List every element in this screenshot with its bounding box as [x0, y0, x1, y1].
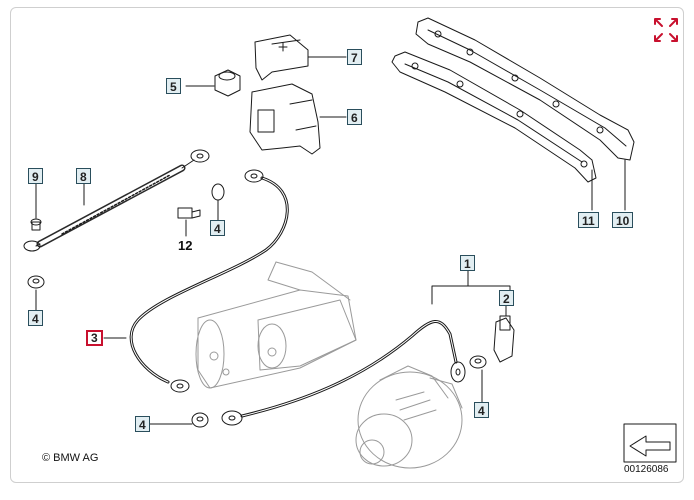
callout-4-right[interactable]: 4 [474, 402, 489, 418]
callout-4-left[interactable]: 4 [28, 310, 43, 326]
callout-7[interactable]: 7 [347, 49, 362, 65]
mounting-rails [391, 17, 635, 211]
diagram-frame [10, 7, 684, 483]
callout-12[interactable]: 12 [178, 238, 193, 253]
callout-9[interactable]: 9 [28, 168, 43, 184]
nut-4-bottom [149, 412, 209, 428]
cover-part [254, 34, 347, 81]
diagram-number: 00126086 [624, 464, 669, 475]
terminal-clip [493, 305, 515, 363]
callout-6[interactable]: 6 [347, 109, 362, 125]
nut-4-upper [211, 183, 225, 221]
bolt-12 [177, 207, 201, 237]
callout-4-upper[interactable]: 4 [210, 220, 225, 236]
nut-part [185, 69, 241, 97]
callout-5[interactable]: 5 [166, 78, 181, 94]
small-nut-left [27, 275, 45, 311]
alternator [355, 365, 463, 469]
expand-arrows-icon[interactable] [652, 16, 680, 44]
bolt-part [30, 183, 42, 231]
callout-3-selected[interactable]: 3 [86, 330, 103, 346]
cable-part-3 [103, 169, 289, 393]
cable-part-1 [221, 267, 511, 426]
callout-10[interactable]: 10 [612, 212, 634, 228]
callout-11[interactable]: 11 [578, 212, 599, 228]
starter-motor [195, 261, 357, 389]
callout-2[interactable]: 2 [499, 290, 514, 306]
copyright-text: © BMW AG [42, 452, 99, 464]
nut-4-right [469, 355, 487, 403]
callout-1[interactable]: 1 [460, 255, 475, 271]
ground-strap [23, 149, 210, 252]
callout-8[interactable]: 8 [76, 168, 91, 184]
bracket-part [249, 83, 347, 155]
diagram-ref-box [623, 423, 677, 463]
callout-4-bottom[interactable]: 4 [135, 416, 150, 432]
